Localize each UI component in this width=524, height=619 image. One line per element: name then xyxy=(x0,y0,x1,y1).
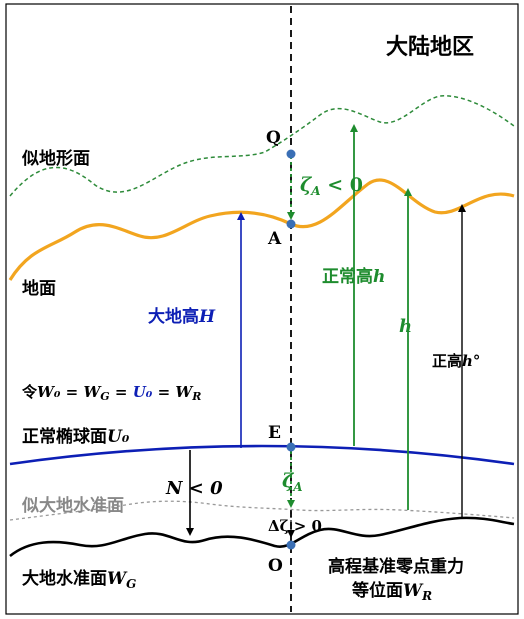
geoid-label: 大地水准面WG xyxy=(22,568,136,591)
quasigeoid-terrain-label: 似地形面 xyxy=(21,148,90,169)
height-datum-label-line1: 高程基准零点重力 xyxy=(328,556,464,577)
quasigeoid-label: 似大地水准面 xyxy=(21,495,124,516)
geodetic-height-label: 大地高H xyxy=(148,306,216,327)
point-q-label: Q xyxy=(266,128,281,148)
region-label: 大陆地区 xyxy=(386,35,474,60)
point-e-marker xyxy=(286,442,296,452)
point-e-label: E xyxy=(268,423,281,443)
geoid-undulation-label: N < 0 xyxy=(165,478,223,499)
zeta-a-label: ζA < 0 xyxy=(300,174,363,198)
geoid-curve xyxy=(9,516,515,558)
zeta-a-lower-label: ζA xyxy=(282,470,303,494)
normal-ellipsoid-label: 正常椭球面U₀ xyxy=(22,426,130,447)
ground-label: 地面 xyxy=(22,278,56,299)
point-o-marker xyxy=(286,540,296,550)
point-o-label: O xyxy=(268,556,283,576)
point-a-label: A xyxy=(267,229,282,249)
height-datum-label-line2: 等位面WR xyxy=(352,580,432,603)
ground-surface-curve xyxy=(8,178,515,281)
quasigeoid-terrain-surface-curve xyxy=(9,95,515,197)
quasigeoid-curve xyxy=(9,500,515,521)
normal-ellipsoid-curve xyxy=(9,444,515,466)
point-a-marker xyxy=(286,219,296,229)
equipotential-condition: 令W₀ = WG = U₀ = WR xyxy=(22,383,201,403)
delta-zeta-label: Δζ > 0 xyxy=(268,517,322,535)
normal-height-label: 正常高h xyxy=(322,266,385,287)
h-label: h xyxy=(399,316,412,337)
diagram-frame xyxy=(5,3,519,615)
point-q-marker xyxy=(286,149,296,159)
orthometric-height-label: 正高h° xyxy=(432,352,480,370)
